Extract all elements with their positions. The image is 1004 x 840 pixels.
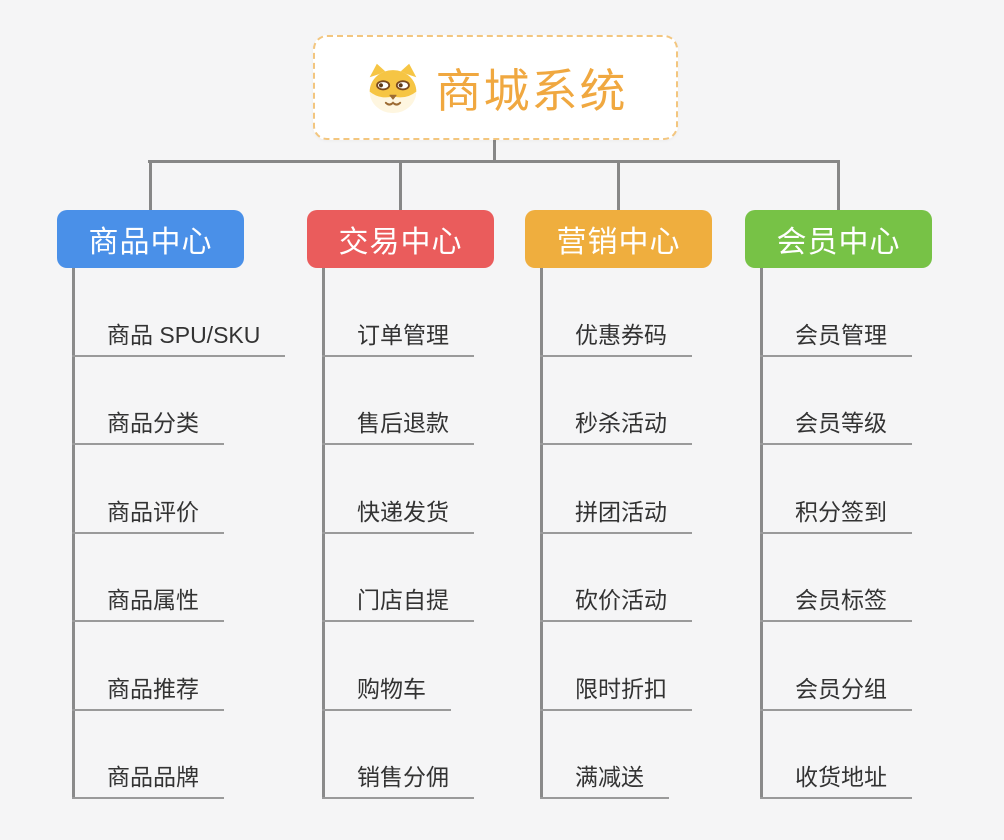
topic-coupon-code[interactable]: 优惠券码 [540,268,692,357]
shiba-dog-face-icon [369,63,416,113]
branch-header-product-center[interactable]: 商品中心 [57,210,244,268]
connector-drop-trade [399,160,402,210]
topic-points-checkin[interactable]: 积分签到 [760,445,912,534]
topic-aftersale-refund[interactable]: 售后退款 [322,357,474,445]
branch-member-center: 会员中心 会员管理 会员等级 积分签到 会员标签 会员分组 收货地址 [745,210,932,799]
topic-bargain[interactable]: 砍价活动 [540,534,692,622]
topic-member-group[interactable]: 会员分组 [760,622,912,711]
branch-tree-line [322,268,325,799]
topic-product-recommend[interactable]: 商品推荐 [72,622,224,711]
topic-member-management[interactable]: 会员管理 [760,268,912,357]
topic-product-brand[interactable]: 商品品牌 [72,711,224,799]
topic-full-reduction[interactable]: 满减送 [540,711,669,799]
topic-store-pickup[interactable]: 门店自提 [322,534,474,622]
branch-header-marketing-center[interactable]: 营销中心 [525,210,712,268]
topic-member-level[interactable]: 会员等级 [760,357,912,445]
topic-flash-sale[interactable]: 秒杀活动 [540,357,692,445]
branch-tree-line [540,268,543,799]
branch-label: 营销中心 [556,226,681,259]
topic-limited-discount[interactable]: 限时折扣 [540,622,692,711]
branch-product-center: 商品中心 商品 SPU/SKU 商品分类 商品评价 商品属性 商品推荐 商品品牌 [57,210,286,799]
topic-sales-commission[interactable]: 销售分佣 [322,711,474,799]
topic-express-shipping[interactable]: 快递发货 [322,445,474,534]
topic-list-marketing: 优惠券码 秒杀活动 拼团活动 砍价活动 限时折扣 满减送 [540,268,692,799]
root-node-mall-system[interactable]: 商城系统 [313,35,678,140]
branch-trade-center: 交易中心 订单管理 售后退款 快递发货 门店自提 购物车 销售分佣 [307,210,494,799]
branch-tree-line [72,268,75,799]
topic-member-tag[interactable]: 会员标签 [760,534,912,622]
topic-product-spu-sku[interactable]: 商品 SPU/SKU [72,268,286,357]
topic-list-product: 商品 SPU/SKU 商品分类 商品评价 商品属性 商品推荐 商品品牌 [72,268,286,799]
topic-product-attribute[interactable]: 商品属性 [72,534,224,622]
topic-product-review[interactable]: 商品评价 [72,445,224,534]
branch-marketing-center: 营销中心 优惠券码 秒杀活动 拼团活动 砍价活动 限时折扣 满减送 [525,210,712,799]
connector-drop-product [149,160,152,210]
root-title: 商城系统 [435,64,628,117]
topic-list-trade: 订单管理 售后退款 快递发货 门店自提 购物车 销售分佣 [322,268,474,799]
connector-root-stub [493,140,496,161]
branch-header-member-center[interactable]: 会员中心 [745,210,932,268]
topic-shipping-address[interactable]: 收货地址 [760,711,912,799]
branch-label: 会员中心 [776,226,901,259]
branch-tree-line [760,268,763,799]
topic-list-member: 会员管理 会员等级 积分签到 会员标签 会员分组 收货地址 [760,268,912,799]
connector-drop-member [837,160,840,210]
topic-product-category[interactable]: 商品分类 [72,357,224,445]
branch-label: 商品中心 [88,226,213,259]
connector-bus [148,160,840,163]
topic-group-buy[interactable]: 拼团活动 [540,445,692,534]
topic-shopping-cart[interactable]: 购物车 [322,622,451,711]
connector-drop-marketing [617,160,620,210]
branch-header-trade-center[interactable]: 交易中心 [307,210,494,268]
branch-label: 交易中心 [338,226,463,259]
topic-order-management[interactable]: 订单管理 [322,268,474,357]
